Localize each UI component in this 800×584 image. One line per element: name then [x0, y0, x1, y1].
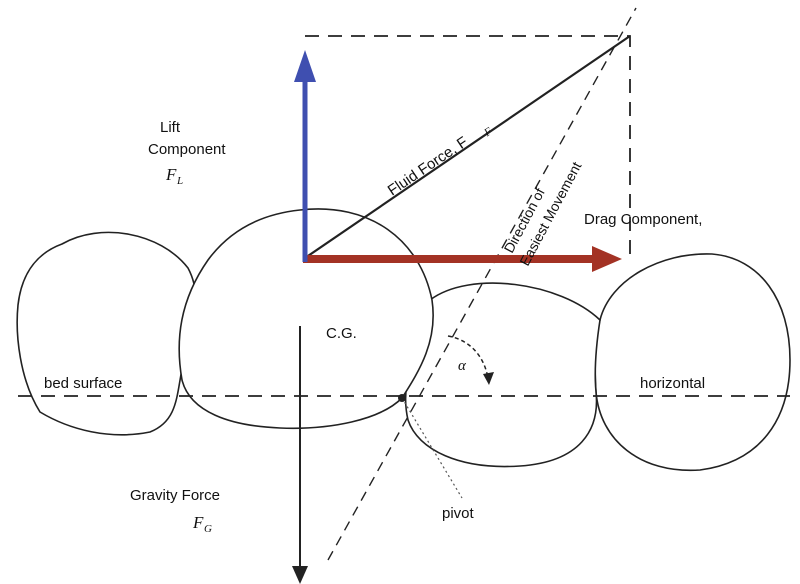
gravity-symbol-subscript: G [204, 523, 212, 535]
bed-surface-label: bed surface [44, 375, 122, 392]
cg-label: C.G. [326, 325, 357, 342]
drag-component-label: Drag Component, [584, 211, 702, 228]
main-grain [178, 208, 434, 430]
lift-symbol-subscript: L [176, 175, 183, 187]
easiest-movement-line [327, 7, 637, 561]
middle-right-grain [404, 282, 601, 468]
angle-arc-arrowhead [483, 372, 494, 385]
gravity-symbol: F [192, 513, 204, 532]
fluid-force-label: Fluid Force, F [385, 133, 471, 199]
lift-arrowhead [294, 50, 316, 82]
gravity-label: Gravity Force [130, 487, 220, 504]
drag-arrowhead [592, 246, 622, 272]
pivot-label: pivot [442, 505, 475, 522]
horizontal-label: horizontal [640, 375, 705, 392]
right-grain [594, 253, 791, 472]
lift-label-line1: Lift [160, 119, 181, 136]
lift-symbol: F [165, 165, 177, 184]
pivot-point [398, 394, 406, 402]
fluid-force-arrow [304, 35, 631, 259]
lift-label-line2: Component [148, 141, 226, 158]
angle-arc [447, 335, 489, 379]
angle-label: α [458, 358, 467, 374]
left-grain [16, 231, 197, 436]
